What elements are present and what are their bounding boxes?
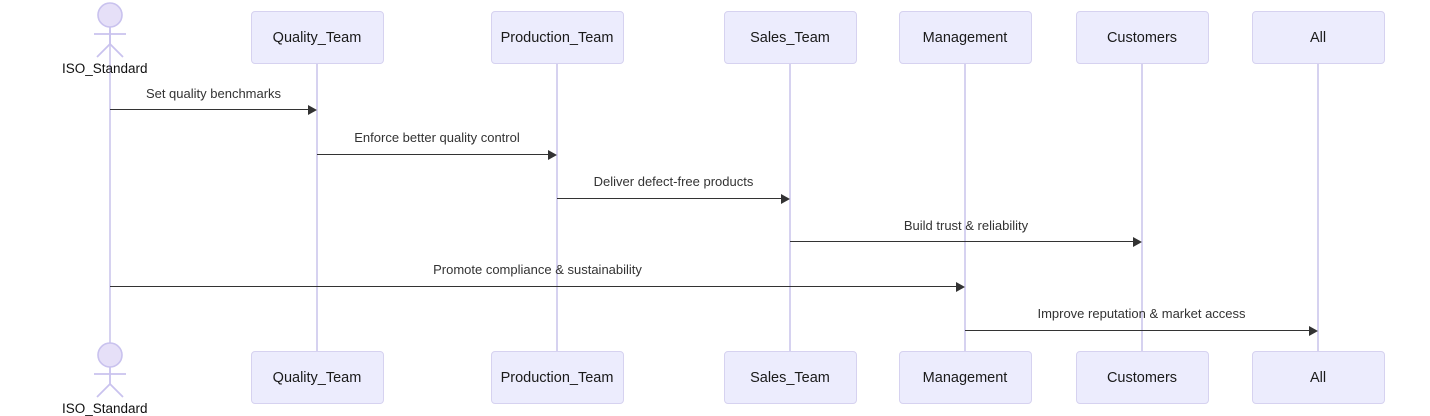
participant-quality[interactable]: Quality_Team bbox=[250, 11, 384, 64]
actor-iso bbox=[86, 2, 134, 58]
participant-label-all: All bbox=[1309, 29, 1327, 46]
message-arrowhead-5 bbox=[956, 282, 965, 292]
message-arrowhead-4 bbox=[1133, 237, 1142, 247]
participant-sales[interactable]: Sales_Team bbox=[723, 11, 857, 64]
participant-management[interactable]: Management bbox=[898, 351, 1032, 404]
actor-label-iso: ISO_Standard bbox=[62, 61, 148, 76]
message-label-5: Promote compliance & sustainability bbox=[433, 262, 642, 277]
message-line-2[interactable] bbox=[317, 154, 549, 155]
message-line-1[interactable] bbox=[110, 109, 309, 110]
message-arrowhead-2 bbox=[548, 150, 557, 160]
message-arrowhead-1 bbox=[308, 105, 317, 115]
participant-label-quality: Quality_Team bbox=[272, 369, 362, 386]
message-line-4[interactable] bbox=[790, 241, 1134, 242]
participant-label-customers: Customers bbox=[1106, 29, 1178, 46]
participant-label-sales: Sales_Team bbox=[750, 29, 830, 46]
message-label-3: Deliver defect-free products bbox=[593, 174, 754, 189]
lifeline-quality bbox=[316, 64, 318, 351]
participant-all[interactable]: All bbox=[1251, 11, 1385, 64]
participant-customers[interactable]: Customers bbox=[1075, 351, 1209, 404]
participant-production[interactable]: Production_Team bbox=[490, 351, 624, 404]
participant-management[interactable]: Management bbox=[898, 11, 1032, 64]
participant-label-sales: Sales_Team bbox=[750, 369, 830, 386]
participant-label-management: Management bbox=[922, 369, 1008, 386]
message-line-3[interactable] bbox=[557, 198, 782, 199]
message-arrowhead-3 bbox=[781, 194, 790, 204]
participant-label-production: Production_Team bbox=[500, 369, 614, 386]
lifeline-production bbox=[556, 64, 558, 351]
participant-label-all: All bbox=[1309, 369, 1327, 386]
message-line-6[interactable] bbox=[965, 330, 1310, 331]
participant-sales[interactable]: Sales_Team bbox=[723, 351, 857, 404]
participant-label-management: Management bbox=[922, 29, 1008, 46]
message-label-4: Build trust & reliability bbox=[903, 218, 1029, 233]
message-label-1: Set quality benchmarks bbox=[145, 86, 282, 101]
participant-production[interactable]: Production_Team bbox=[490, 11, 624, 64]
actor-label-iso: ISO_Standard bbox=[62, 401, 148, 416]
message-label-6: Improve reputation & market access bbox=[1037, 306, 1246, 321]
participant-all[interactable]: All bbox=[1251, 351, 1385, 404]
lifeline-all bbox=[1317, 64, 1319, 351]
lifeline-customers bbox=[1141, 64, 1143, 351]
lifeline-management bbox=[964, 64, 966, 351]
lifeline-sales bbox=[789, 64, 791, 351]
message-arrowhead-6 bbox=[1309, 326, 1318, 336]
participant-label-quality: Quality_Team bbox=[272, 29, 362, 46]
participant-customers[interactable]: Customers bbox=[1075, 11, 1209, 64]
lifeline-iso bbox=[109, 30, 111, 350]
message-line-5[interactable] bbox=[110, 286, 957, 287]
participant-label-production: Production_Team bbox=[500, 29, 614, 46]
message-label-2: Enforce better quality control bbox=[354, 130, 520, 145]
participant-label-customers: Customers bbox=[1106, 369, 1178, 386]
actor-iso bbox=[86, 342, 134, 398]
participant-quality[interactable]: Quality_Team bbox=[250, 351, 384, 404]
